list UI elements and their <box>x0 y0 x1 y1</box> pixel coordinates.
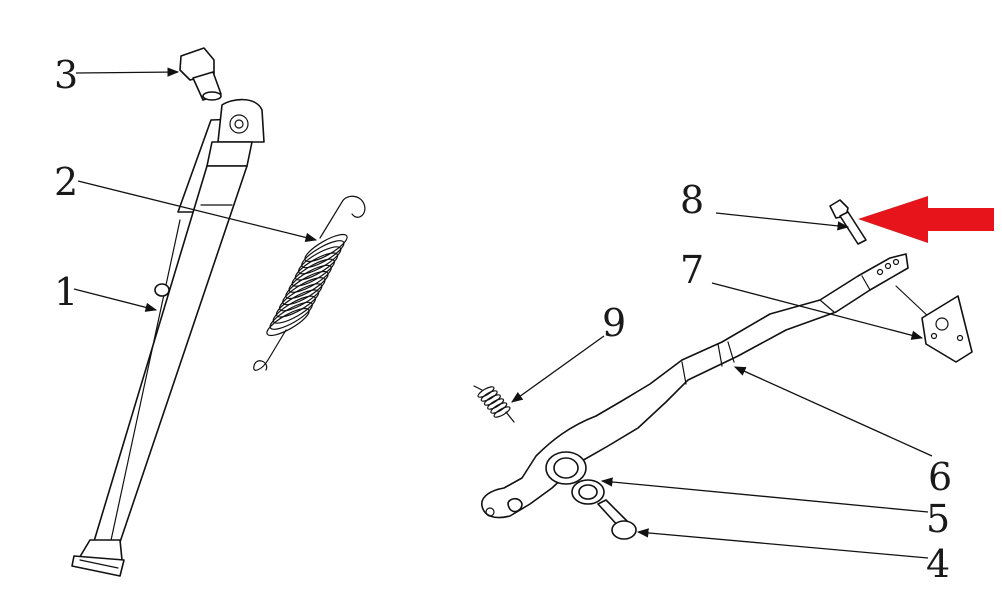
side-stand-part <box>71 98 265 577</box>
stand-spring-part <box>253 195 366 371</box>
spring-coil <box>490 402 508 414</box>
spring-coil <box>266 307 310 337</box>
callout-7: 7 <box>680 248 704 292</box>
spring-coil <box>480 390 498 402</box>
pivot-bolt-part <box>179 47 222 101</box>
spring-coil <box>483 394 501 406</box>
spring-coil <box>493 406 511 418</box>
pivot-pin-part <box>597 499 637 540</box>
pedal-plate-part <box>895 285 973 363</box>
washer-part <box>571 479 605 505</box>
callout-6: 6 <box>928 455 952 499</box>
brake-pedal-arm-part <box>481 253 909 519</box>
callout-3: 3 <box>54 53 78 97</box>
callout-1: 1 <box>54 270 78 314</box>
leader-lines <box>73 67 933 559</box>
spring-coil <box>272 295 317 324</box>
callout-2: 2 <box>54 160 78 204</box>
callout-9: 9 <box>602 301 626 345</box>
spring-coil <box>269 301 313 330</box>
red-arrow-icon <box>858 196 994 243</box>
spring-coil <box>477 386 495 398</box>
small-spring-part <box>473 385 515 423</box>
callout-4: 4 <box>926 542 950 586</box>
spring-coil <box>487 398 505 410</box>
callout-8: 8 <box>680 178 704 222</box>
callout-5: 5 <box>926 497 950 541</box>
pedal-bolt-part <box>829 199 867 245</box>
